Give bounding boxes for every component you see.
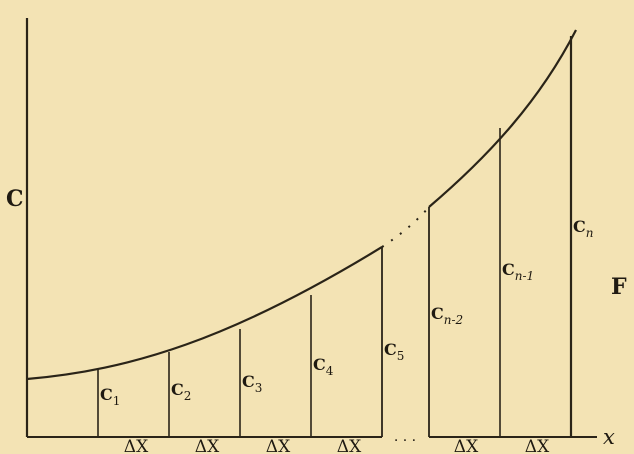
delta-x-label: ΔX — [195, 437, 220, 454]
strip-label-c5: C5 — [384, 340, 404, 363]
delta-x-label: ΔX — [525, 437, 550, 454]
label-x-axis: x — [603, 425, 615, 449]
strip-label-c4: C4 — [313, 355, 334, 378]
strip-label-cn-1: Cn-1 — [502, 260, 534, 283]
strip-label-c2: C2 — [171, 380, 191, 403]
label-f: F — [611, 274, 627, 300]
baseline-ellipsis: . . . — [394, 429, 416, 445]
delta-x-label: ΔX — [337, 437, 362, 454]
strip-label-c1: C1 — [100, 385, 120, 408]
strip-label-cn: Cn — [573, 217, 593, 240]
delta-x-label: ΔX — [454, 437, 479, 454]
delta-x-label: ΔX — [124, 437, 149, 454]
strip-label-c3: C3 — [242, 372, 262, 395]
strip-label-cn-2: Cn-2 — [431, 304, 463, 327]
curve-dotted-gap — [381, 206, 430, 248]
curve-right-segment — [428, 29, 577, 208]
label-c-axis: C — [6, 186, 24, 212]
delta-x-label: ΔX — [266, 437, 291, 454]
curve-left-segment — [26, 246, 383, 381]
